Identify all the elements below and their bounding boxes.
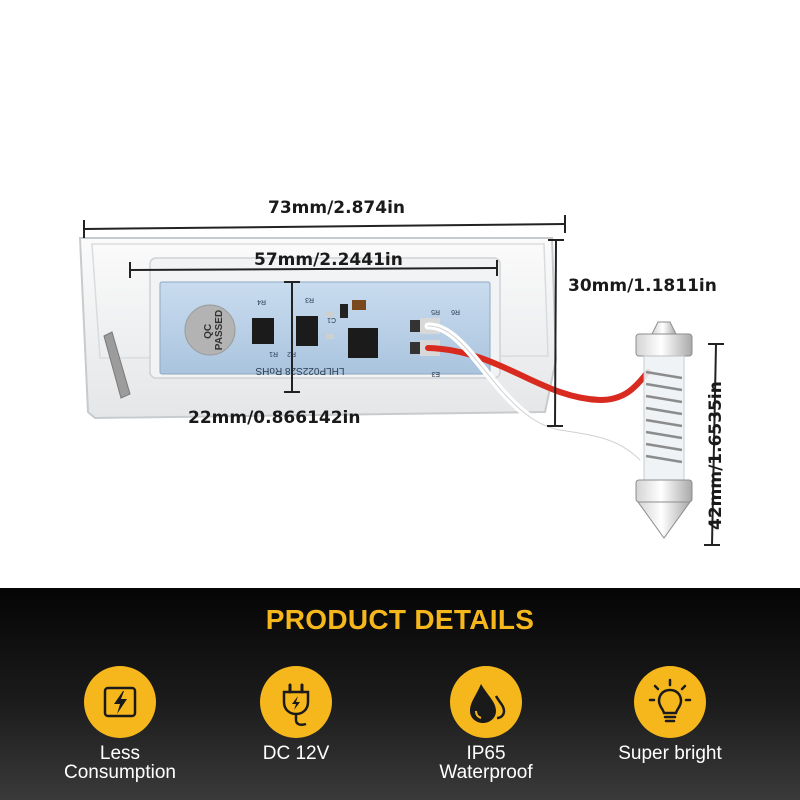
pcb-label-r1: R1: [269, 350, 278, 357]
qc-sticker: [184, 304, 236, 356]
feature-dc-12v: DC 12V: [206, 666, 386, 763]
product-details-panel: PRODUCT DETAILS Less Consumption DC 12V: [0, 588, 800, 800]
pcb-part-number: LHLP022S28 RoHS: [255, 365, 344, 376]
feature-label: DC 12V: [262, 743, 330, 764]
qc-stamp-text: QC PASSED: [203, 310, 225, 350]
board-height-label: 22mm/0.866142in: [188, 408, 361, 428]
feature-super-bright: Super bright: [580, 666, 760, 763]
pcb-label-r6: R6: [451, 308, 460, 315]
pcb-label-c1: C1: [327, 316, 336, 323]
housing-height-label: 30mm/1.1811in: [568, 276, 717, 296]
pcb-label-e3: E3: [431, 370, 440, 377]
feature-label: Less Consumption: [64, 743, 176, 783]
product-details-title: PRODUCT DETAILS: [265, 604, 535, 635]
festoon-length-label: 42mm/1.6535in: [706, 381, 726, 530]
water-drops-icon: [450, 666, 522, 738]
overall-length-label: 73mm/2.874in: [268, 198, 405, 218]
feature-less-consumption: Less Consumption: [30, 666, 210, 782]
product-photo: QC PASSED LHLP022S28 RoHS R4 R3 C1 R6 R5…: [78, 198, 726, 546]
board-length-label: 57mm/2.2441in: [254, 250, 403, 270]
feature-label: IP65 Waterproof: [439, 743, 533, 783]
power-plug-icon: [260, 666, 332, 738]
light-bulb-icon: [634, 666, 706, 738]
lightning-bolt-icon: [84, 666, 156, 738]
feature-label: Super bright: [618, 743, 722, 764]
festoon-bulb: [635, 321, 693, 539]
pcb-label-r3: R3: [305, 296, 314, 303]
dimension-lines: [83, 215, 724, 546]
feature-ip65-waterproof: IP65 Waterproof: [396, 666, 576, 782]
led-lamp-illustration: QC PASSED LHLP022S28 RoHS R4 R3 C1 R6 R5…: [78, 215, 724, 546]
pcb-board: [159, 281, 491, 375]
pcb-label-r5: R5: [431, 308, 440, 315]
pcb-label-r4: R4: [257, 298, 266, 305]
metal-clip: [103, 331, 131, 399]
